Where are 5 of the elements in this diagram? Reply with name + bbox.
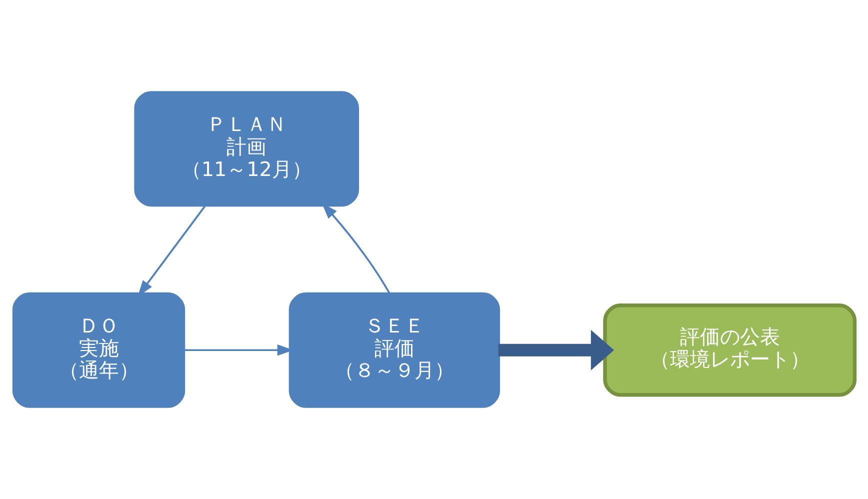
node-box: ＳＥＥ 評価 （８～９月） — [288, 292, 500, 408]
node-box: ＰＬＡＮ 計画 （11～12月） — [134, 91, 359, 207]
node-box: ＤＯ 実施 （通年） — [12, 292, 185, 408]
node-box: 評価の公表 （環境レポート） — [602, 304, 856, 397]
arrow — [498, 330, 614, 370]
